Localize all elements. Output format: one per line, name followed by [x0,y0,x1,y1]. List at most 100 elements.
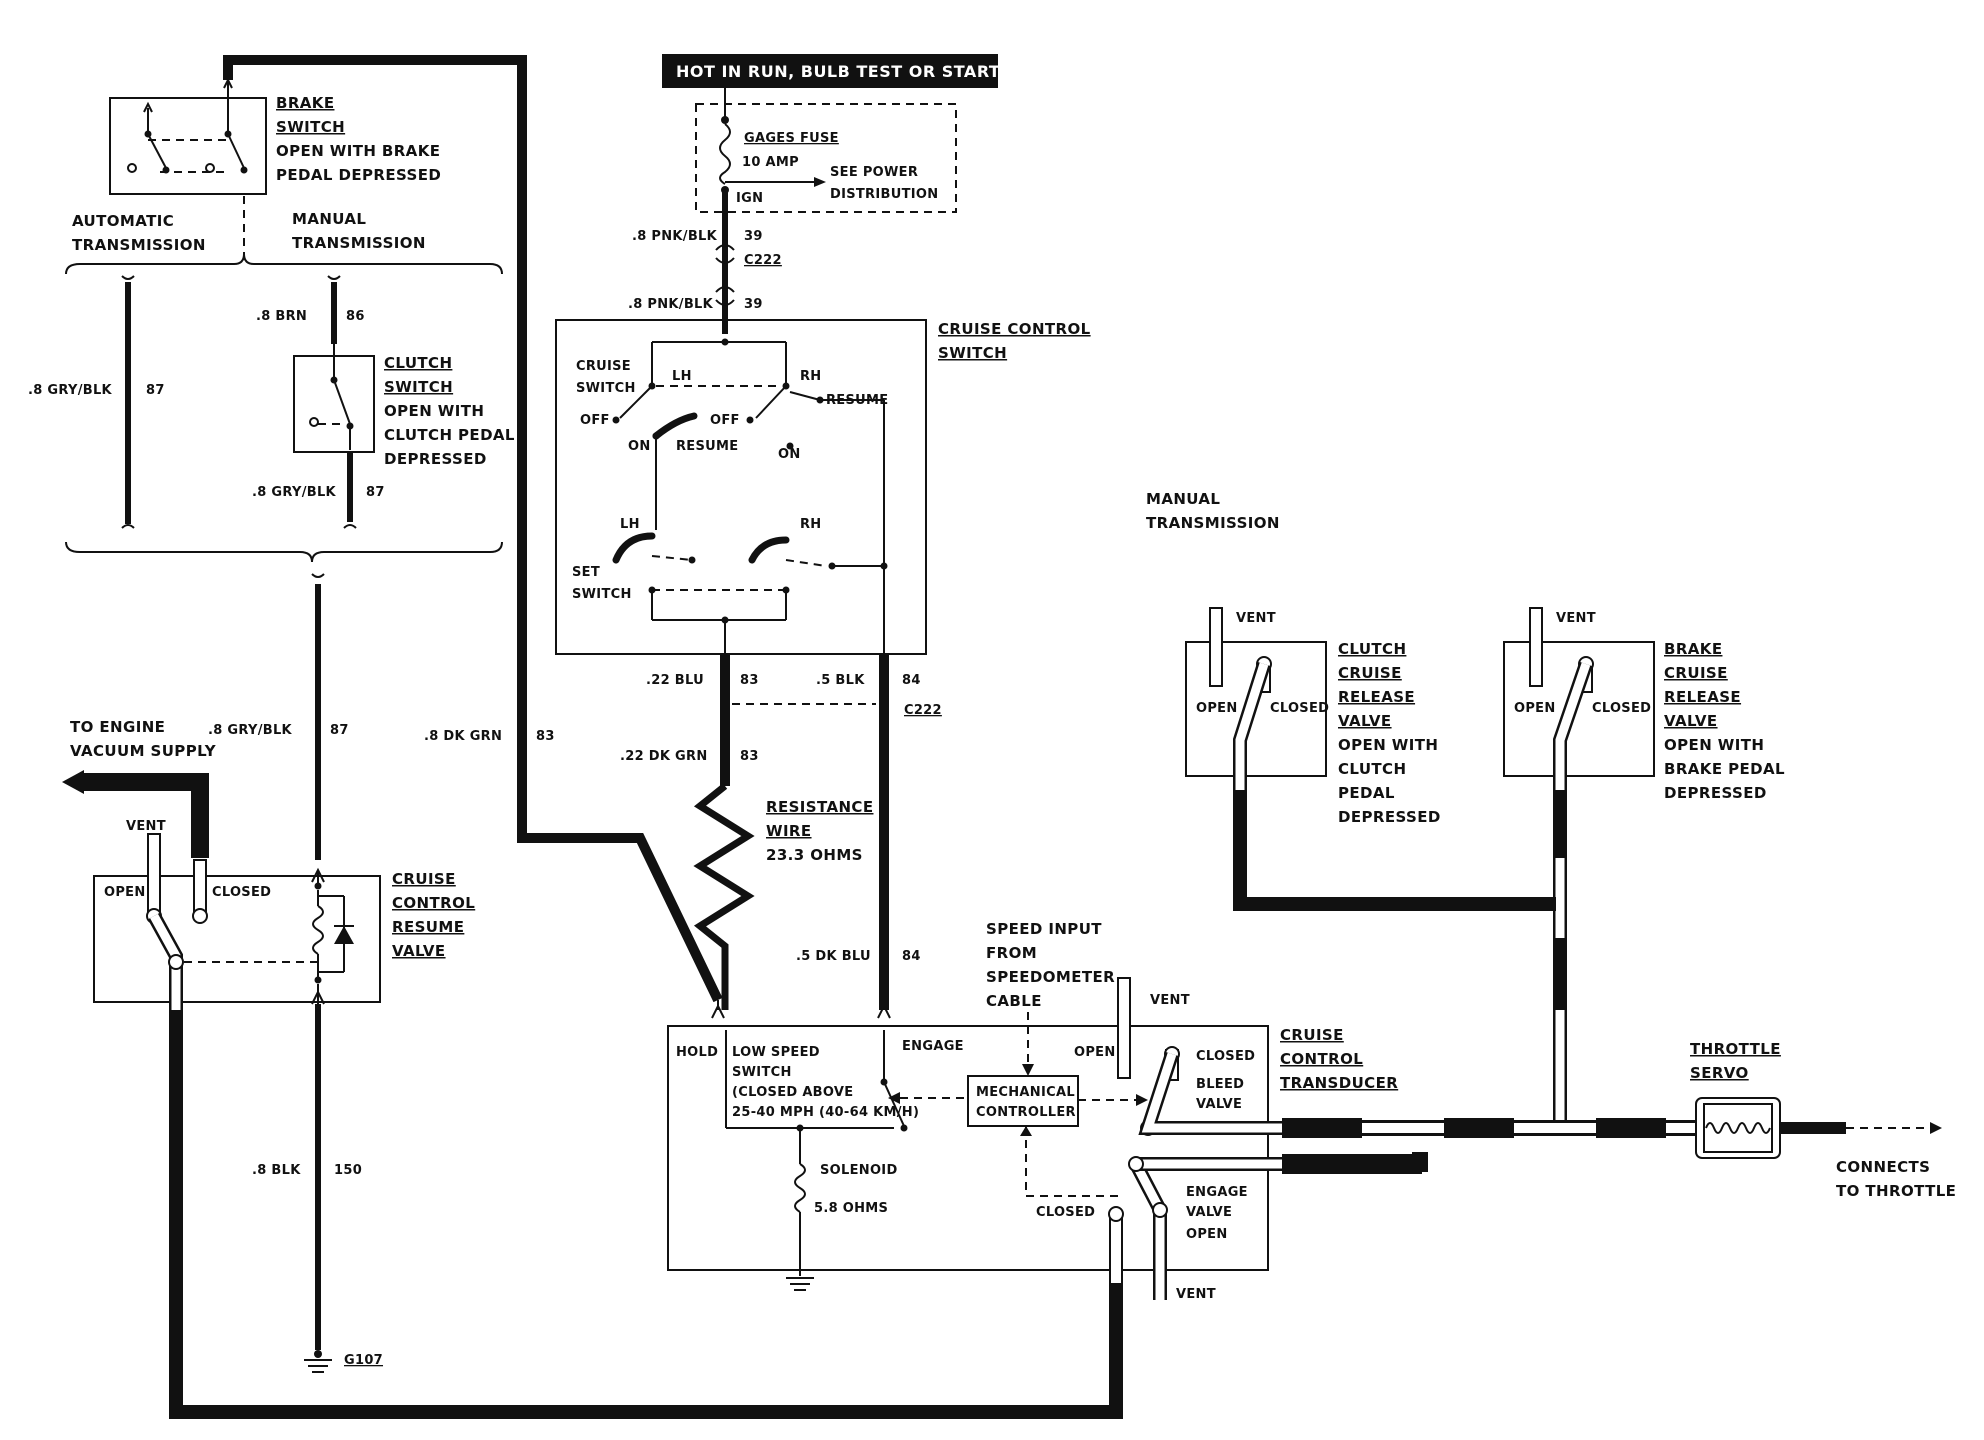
clutch-valve-open: OPEN [1196,701,1238,716]
clutch-switch: CLUTCH SWITCH OPEN WITH CLUTCH PEDAL DEP… [293,344,515,468]
engage-closed: CLOSED [1036,1205,1095,1220]
wire-brn-gauge: .8 BRN [256,309,307,324]
lss-line1: LOW SPEED [732,1045,820,1060]
speed-input-line1: SPEED INPUT [986,920,1102,938]
lss-line4: 25-40 MPH (40-64 KM/H) [732,1105,919,1120]
wire-blk-gauge: .5 BLK [816,673,865,688]
resistance-title-2: WIRE [766,822,812,840]
wire-gry-blk-auto-circuit: 87 [146,383,165,398]
servo-hoses [1282,1118,1696,1174]
manual-trans-line2: TRANSMISSION [292,234,426,252]
resume-valve-vent: VENT [126,819,166,834]
manual-trans-line1: MANUAL [292,210,366,228]
cruise-switch-resume-right: RESUME [826,393,888,408]
brake-valve-closed: CLOSED [1592,701,1651,716]
power-banner: HOT IN RUN, BULB TEST OR START [662,54,1000,88]
wire-blk-150: .8 BLK 150 [252,1004,362,1350]
fuse-distribution: DISTRIBUTION [830,187,938,202]
connector-c222-top: C222 [744,253,782,268]
clutch-switch-desc-2: CLUTCH PEDAL [384,426,515,444]
fuse-title: GAGES FUSE [744,131,839,146]
solenoid-ohms: 5.8 OHMS [814,1201,888,1216]
wire-blk-circuit: 84 [902,673,921,688]
clutch-switch-desc-3: DEPRESSED [384,450,487,468]
brake-valve-desc-1: OPEN WITH [1664,736,1764,754]
clutch-switch-title-1: CLUTCH [384,354,452,372]
ground-g107: G107 [304,1350,383,1373]
transducer-hold: HOLD [676,1045,718,1060]
wire-pnk-blk-39: .8 PNK/BLK 39 C222 .8 PNK/BLK 39 [628,228,782,334]
throttle-line1: CONNECTS [1836,1158,1930,1176]
bleed-closed: CLOSED [1196,1049,1255,1064]
cruise-control-transducer: HOLD ENGAGE LOW SPEED SWITCH (CLOSED ABO… [667,977,1398,1302]
wire-dk-grn-83: .8 DK GRN 83 [223,55,723,1003]
transmission-brackets: AUTOMATIC TRANSMISSION MANUAL TRANSMISSI… [65,196,503,563]
wire-blk-150-circuit: 150 [334,1163,362,1178]
cruise-switch-title-2: SWITCH [938,344,1007,362]
manual-trans-right-line1: MANUAL [1146,490,1220,508]
wire-pnk-blk-upper-circuit: 39 [744,229,763,244]
clutch-valve-desc-1: OPEN WITH [1338,736,1438,754]
wire-pnk-blk-upper-gauge: .8 PNK/BLK [632,229,718,244]
clutch-valve-title-3: RELEASE [1338,688,1415,706]
brake-switch-desc-2: PEDAL DEPRESSED [276,166,441,184]
speed-input-line2: FROM [986,944,1037,962]
cruise-control-switch: CRUISE CONTROL SWITCH CRUISE SWITCH LH R… [555,319,1091,655]
manual-trans-right-line2: TRANSMISSION [1146,514,1280,532]
clutch-valve-title-2: CRUISE [1338,664,1402,682]
brake-switch-title-1: BRAKE [276,94,334,112]
clutch-cruise-release-valve: VENT OPEN CLOSED CLUTCH CRUISE RELEASE V… [1185,607,1544,911]
engine-vacuum-line2: VACUUM SUPPLY [70,742,217,760]
brake-valve-vent: VENT [1556,611,1596,626]
brake-switch-title-2: SWITCH [276,118,345,136]
wire-gry-blk-manual: .8 GRY/BLK 87 [252,452,384,529]
transducer-engage: ENGAGE [902,1039,964,1054]
cruise-switch-on-right: ON [778,447,801,462]
resume-valve-title-1: CRUISE [392,870,456,888]
wire-dk-blu-gauge: .5 DK BLU [796,949,871,964]
clutch-valve-desc-3: PEDAL [1338,784,1395,802]
speed-input-line3: SPEEDOMETER [986,968,1115,986]
wire-dk-grn-83-gauge: .8 DK GRN [424,729,502,744]
manual-trans-right: MANUAL TRANSMISSION [1146,490,1280,532]
vacuum-hose-loop [169,1010,1123,1419]
wire-dk-grn-22-circuit: 83 [740,749,759,764]
transducer-vent: VENT [1150,993,1190,1008]
brake-valve-open: OPEN [1514,701,1556,716]
set-switch-label-2: SWITCH [572,587,632,602]
wire-gry-blk-auto-gauge: .8 GRY/BLK [28,383,113,398]
clutch-valve-vent: VENT [1236,611,1276,626]
banner-text: HOT IN RUN, BULB TEST OR START [676,62,1000,81]
brake-valve-title-4: VALVE [1664,712,1718,730]
clutch-valve-desc-2: CLUTCH [1338,760,1406,778]
connector-c222-bottom: C222 [904,703,942,718]
fuse-see-power: SEE POWER [830,165,918,180]
cruise-switch-rh-bottom: RH [800,517,822,532]
wire-gry-blk-resume-gauge: .8 GRY/BLK [208,723,293,738]
lss-line2: SWITCH [732,1065,792,1080]
brake-valve-title-1: BRAKE [1664,640,1722,658]
wire-blu-gauge: .22 BLU [646,673,704,688]
wire-gry-blk-resume-circuit: 87 [330,723,349,738]
wire-dk-grn-22: .22 DK GRN 83 [620,742,759,786]
set-switch-label-1: SET [572,565,600,580]
wire-pnk-blk-lower-circuit: 39 [744,297,763,312]
wire-blu-circuit: 83 [740,673,759,688]
resistance-wire: RESISTANCE WIRE 23.3 OHMS [693,783,873,1010]
clutch-valve-title-4: VALVE [1338,712,1392,730]
engine-vacuum-line1: TO ENGINE [70,718,165,736]
cruise-switch-lh-top: LH [672,369,692,384]
cruise-switch-on-left: ON [628,439,651,454]
wire-brn-circuit: 86 [346,309,365,324]
cruise-switch-lh-bottom: LH [620,517,640,532]
wire-dk-grn-22-gauge: .22 DK GRN [620,749,708,764]
resume-valve-title-3: RESUME [392,918,464,936]
bleed-valve-line2: VALVE [1196,1097,1242,1112]
wire-blk-84: .5 BLK 84 C222 [732,654,942,1010]
engine-vacuum-supply: TO ENGINE VACUUM SUPPLY [62,718,217,858]
cruise-switch-title-1: CRUISE CONTROL [938,320,1091,338]
throttle-servo-title-2: SERVO [1690,1064,1749,1082]
engage-valve-line3: OPEN [1186,1227,1228,1242]
speed-input: SPEED INPUT FROM SPEEDOMETER CABLE [986,920,1115,1076]
brake-valve-title-2: CRUISE [1664,664,1728,682]
